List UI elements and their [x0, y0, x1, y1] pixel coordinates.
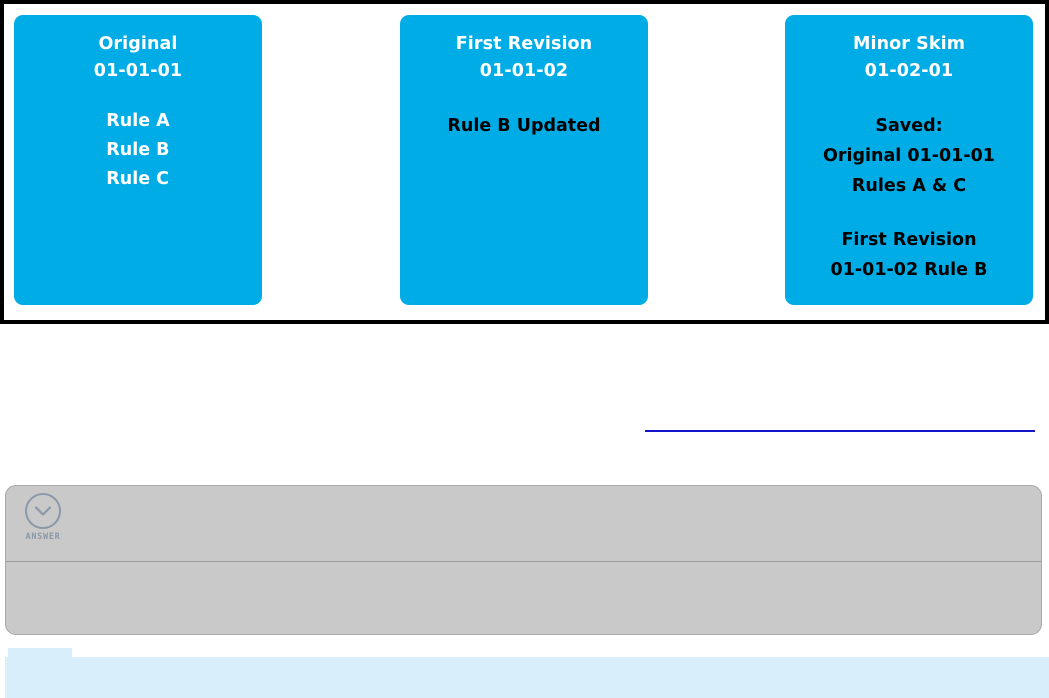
horizontal-rule [645, 430, 1035, 432]
body-line: 01-01-02 Rule B [830, 260, 988, 280]
body-group: Rule B Updated [406, 111, 642, 141]
card-minor-skim-title: Minor Skim [852, 34, 966, 54]
rule-item: Rule C [106, 169, 170, 189]
answer-button-label: ANSWER [25, 532, 61, 542]
rule-item: Rule B [106, 140, 170, 160]
rule-item: Rule A [106, 111, 170, 131]
body-line: Original 01-01-01 [823, 146, 995, 166]
body-line: Saved: [875, 116, 943, 136]
card-first-revision-title: First Revision [455, 34, 593, 54]
bottom-bar-tab [8, 648, 72, 658]
card-original-rules: Rule A Rule B Rule C [106, 107, 169, 194]
bottom-bar [5, 657, 1049, 698]
card-original-subtitle: 01-01-01 [93, 61, 183, 81]
body-line: First Revision [841, 230, 977, 250]
body-line: Rules A & C [851, 176, 967, 196]
chevron-down-icon[interactable] [25, 493, 61, 529]
card-first-revision-subtitle: 01-01-02 [479, 61, 569, 81]
answer-panel-top-section[interactable]: ANSWER [6, 486, 1041, 562]
card-original: Original 01-01-01 Rule A Rule B Rule C [14, 15, 262, 305]
body-group: First Revision 01-01-02 Rule B [791, 225, 1027, 285]
card-minor-skim-body: Saved: Original 01-01-01 Rules A & C Fir… [785, 111, 1033, 285]
diagram-frame: Original 01-01-01 Rule A Rule B Rule C F… [0, 0, 1049, 324]
card-minor-skim: Minor Skim 01-02-01 Saved: Original 01-0… [785, 15, 1033, 305]
card-original-title: Original [98, 34, 178, 54]
card-first-revision: First Revision 01-01-02 Rule B Updated [400, 15, 648, 305]
card-minor-skim-subtitle: 01-02-01 [864, 61, 954, 81]
answer-panel-bottom-section[interactable] [6, 563, 1041, 634]
body-line: Rule B Updated [447, 116, 601, 136]
body-group: Saved: Original 01-01-01 Rules A & C [791, 111, 1027, 201]
card-first-revision-body: Rule B Updated [400, 111, 648, 141]
answer-button[interactable]: ANSWER [15, 493, 71, 542]
answer-panel: ANSWER [5, 485, 1042, 635]
